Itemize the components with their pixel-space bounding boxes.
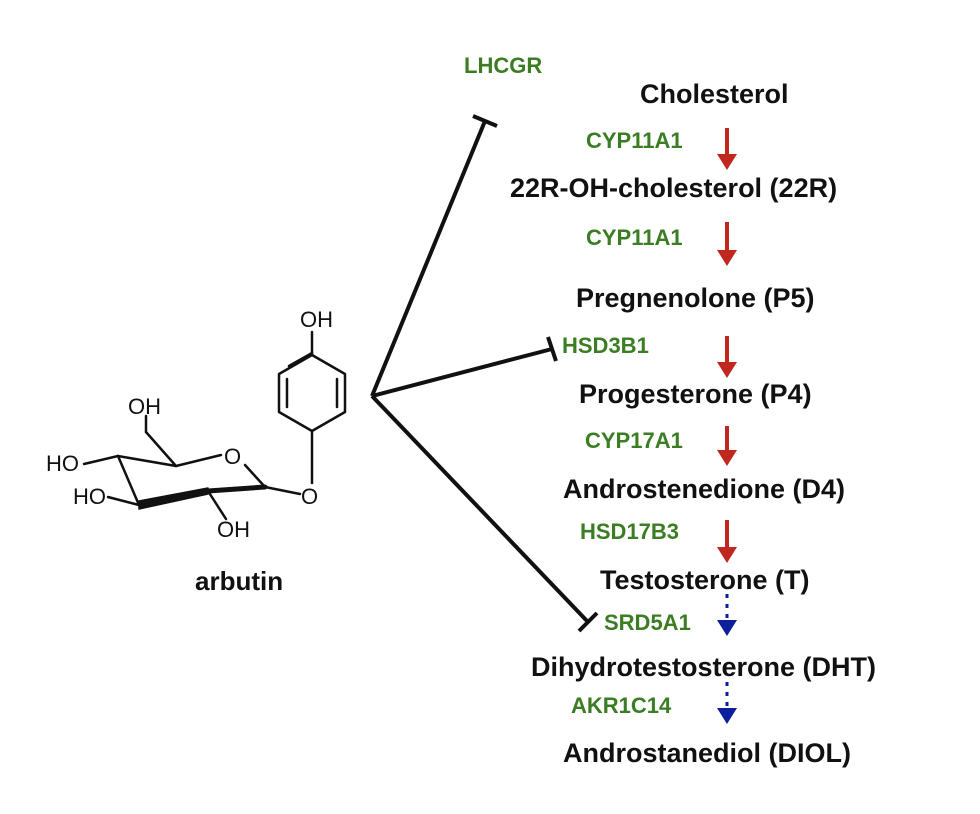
inhibit-line-hsd3b1 xyxy=(371,347,553,398)
bond-c5-c6 xyxy=(144,430,178,468)
atom-phenol-oh: OH xyxy=(300,307,333,332)
enzyme-hsd17b3: HSD17B3 xyxy=(580,519,680,544)
atom-oh-2: OH xyxy=(217,517,250,542)
inhibit-bar-srd5a1 xyxy=(577,611,599,633)
reaction-arrow-head-1 xyxy=(717,154,737,170)
atom-ring-o: O xyxy=(224,444,242,469)
bond-c1-linko xyxy=(263,485,302,496)
bond-c4-c3 xyxy=(116,454,141,507)
bond-c3-ho xyxy=(106,495,141,507)
metabolite-androstenedione: Androstenedione (D4) xyxy=(563,474,846,504)
wedge-c3-c2 xyxy=(138,487,209,510)
enzyme-cyp11a1-step1: CYP11A1 xyxy=(586,128,683,153)
enzyme-srd5a1: SRD5A1 xyxy=(604,610,691,635)
reaction-arrows xyxy=(717,128,737,724)
inhibited-target-lhcgr: LHCGR xyxy=(464,53,543,78)
enzyme-cyp11a1-step2: CYP11A1 xyxy=(586,225,683,250)
metabolite-testosterone: Testosterone (T) xyxy=(600,565,810,595)
metabolite-pregnenolone: Pregnenolone (P5) xyxy=(576,283,815,313)
metabolite-androstanediol: Androstanediol (DIOL) xyxy=(563,738,851,768)
inhibition-lines xyxy=(370,114,599,633)
atom-ch2oh: OH xyxy=(128,394,161,419)
bond-c5-o xyxy=(174,453,223,468)
inhibit-bar-lhcgr xyxy=(472,114,498,128)
bond-c2-oh xyxy=(206,489,228,521)
reaction-arrow-head-3 xyxy=(717,362,737,378)
reaction-arrow-head-6 xyxy=(717,620,737,636)
metabolite-dihydrotestosterone: Dihydrotestosterone (DHT) xyxy=(531,652,877,682)
reaction-arrow-head-4 xyxy=(717,450,737,466)
enzyme-akr1c14: AKR1C14 xyxy=(571,693,672,718)
atom-link-o: O xyxy=(301,484,319,509)
inhibit-bar-hsd3b1 xyxy=(546,336,558,362)
metabolite-cholesterol: Cholesterol xyxy=(640,79,789,109)
metabolite-22r-oh-cholesterol: 22R-OH-cholesterol (22R) xyxy=(510,173,838,203)
bond-o-c1 xyxy=(243,463,267,489)
atom-ho-4: HO xyxy=(46,451,79,476)
reaction-arrow-head-2 xyxy=(717,250,737,266)
molecule-name: arbutin xyxy=(195,566,284,596)
inhibit-line-lhcgr xyxy=(370,120,487,397)
phenol-ring-double-3 xyxy=(287,351,314,368)
bond-c5-c4 xyxy=(116,454,178,468)
metabolite-progesterone: Progesterone (P4) xyxy=(579,379,812,409)
inhibit-line-srd5a1 xyxy=(370,394,590,624)
enzyme-cyp17a1: CYP17A1 xyxy=(585,428,683,453)
reaction-arrow-head-5 xyxy=(717,547,737,563)
reaction-arrow-head-7 xyxy=(717,708,737,724)
enzyme-hsd3b1: HSD3B1 xyxy=(562,333,649,358)
bond-c4-ho xyxy=(82,454,120,466)
bond-c2-c1 xyxy=(205,484,268,494)
arbutin-structure xyxy=(82,330,347,521)
atom-ho-3: HO xyxy=(73,484,106,509)
